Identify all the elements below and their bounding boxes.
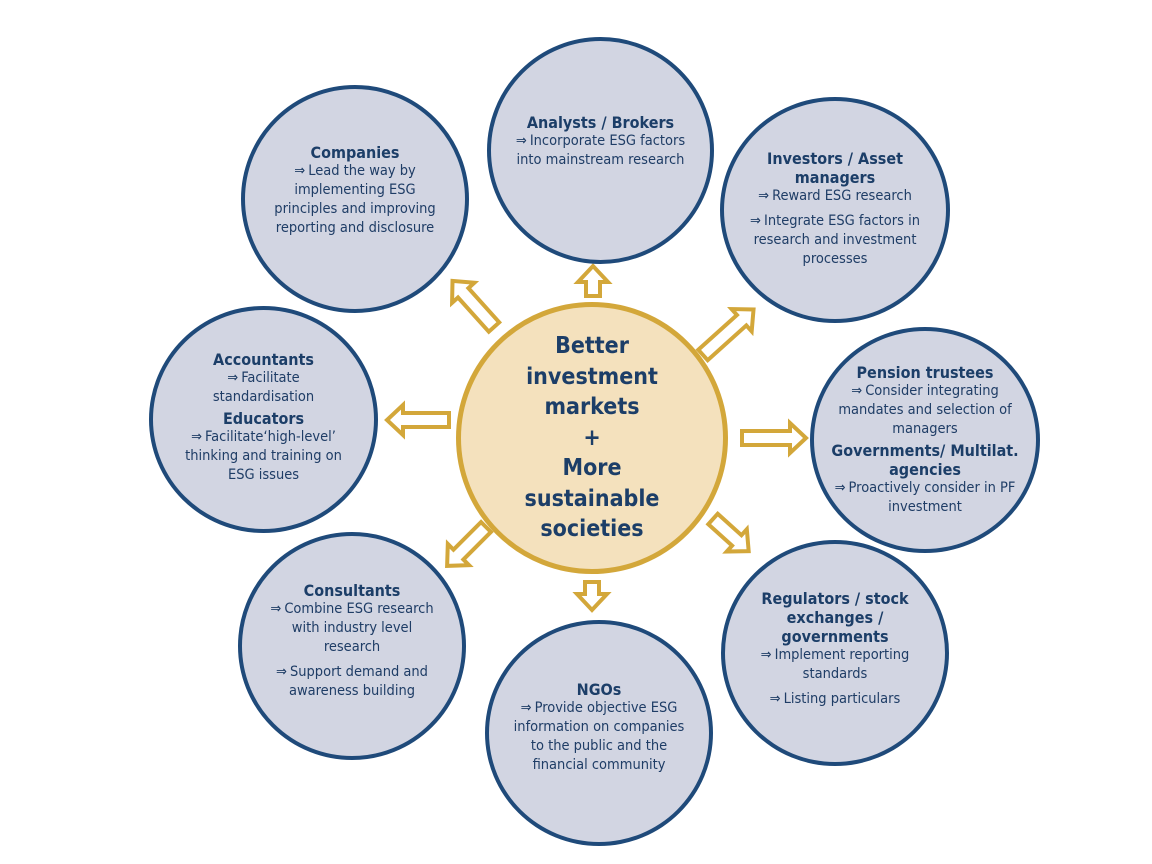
- center-line: investment: [526, 363, 658, 390]
- node-action-text: Reward ESG research: [772, 188, 912, 204]
- node-title: Governments/ Multilat. agencies: [831, 441, 1019, 479]
- node-analysts-brokers: Analysts / Brokers⇒Incorporate ESG facto…: [487, 37, 714, 264]
- node-action-item: ⇒Facilitate‘high-level’ thinking and tra…: [179, 428, 348, 485]
- implies-arrow-icon: ⇒: [851, 383, 863, 399]
- node-action-text: Facilitate standardisation: [212, 370, 315, 405]
- node-group: NGOs⇒Provide objective ESG information o…: [509, 680, 689, 775]
- arrow-to-consultants-icon: [445, 519, 494, 568]
- implies-arrow-icon: ⇒: [750, 213, 761, 229]
- arrow-to-accountants-icon: [384, 400, 451, 440]
- node-action-text: Combine ESG research with industry level…: [284, 601, 434, 655]
- arrow-to-investors-icon: [695, 306, 756, 364]
- node-title: Accountants: [213, 350, 314, 369]
- center-line: markets: [544, 394, 640, 421]
- implies-arrow-icon: ⇒: [276, 664, 287, 680]
- arrow-to-ngos-icon: [572, 580, 612, 613]
- center-line: societies: [540, 516, 644, 543]
- node-action-item: ⇒Integrate ESG factors in research and i…: [750, 212, 920, 269]
- node-action-item: ⇒Combine ESG research with industry leve…: [268, 600, 436, 657]
- node-title: Companies: [310, 142, 400, 162]
- node-action-item: ⇒Provide objective ESG information on co…: [509, 699, 689, 775]
- node-group: Regulators / stock exchanges / governmen…: [743, 589, 927, 709]
- node-group: Consultants⇒Combine ESG research with in…: [268, 581, 436, 701]
- node-action-text: Lead the way by implementing ESG princip…: [274, 162, 436, 236]
- node-regulators: Regulators / stock exchanges / governmen…: [721, 540, 949, 766]
- node-investors-asset-managers: Investors / Asset managers⇒Reward ESG re…: [720, 97, 950, 323]
- node-ngos: NGOs⇒Provide objective ESG information o…: [485, 620, 713, 846]
- implies-arrow-icon: ⇒: [227, 370, 239, 386]
- node-group: Analysts / Brokers⇒Incorporate ESG facto…: [513, 113, 688, 170]
- node-action-item: ⇒Reward ESG research: [758, 187, 912, 206]
- node-action-item: ⇒Facilitate standardisation: [179, 369, 348, 407]
- node-group: Companies⇒Lead the way by implementing E…: [269, 143, 441, 238]
- node-action-text: Listing particulars: [783, 691, 901, 707]
- center-line: sustainable: [524, 485, 660, 512]
- node-action-text: Implement reporting standards: [774, 647, 910, 682]
- node-title: Investors / Asset managers: [767, 149, 903, 187]
- implies-arrow-icon: ⇒: [294, 162, 306, 179]
- node-group: Investors / Asset managers⇒Reward ESG re…: [750, 149, 920, 269]
- node-group: Pension trustees⇒Consider integrating ma…: [830, 363, 1020, 439]
- arrow-to-companies-icon: [449, 278, 503, 335]
- node-action-text: Proactively consider in PF investment: [848, 480, 1016, 515]
- node-companies: Companies⇒Lead the way by implementing E…: [241, 85, 469, 313]
- implies-arrow-icon: ⇒: [758, 188, 770, 204]
- node-group: Educators⇒Facilitate‘high-level’ thinkin…: [179, 409, 348, 485]
- node-group: Accountants⇒Facilitate standardisation: [179, 350, 348, 407]
- node-action-item: ⇒Proactively consider in PF investment: [830, 479, 1020, 517]
- implies-arrow-icon: ⇒: [270, 601, 282, 617]
- arrow-to-analysts-icon: [573, 263, 613, 298]
- node-action-text: Consider integrating mandates and select…: [838, 383, 1012, 437]
- node-title: Analysts / Brokers: [526, 113, 675, 132]
- center-line: +: [583, 424, 601, 451]
- arrow-to-pension-icon: [740, 418, 809, 458]
- implies-arrow-icon: ⇒: [191, 429, 202, 445]
- node-title: Educators: [222, 409, 305, 428]
- node-title: NGOs: [576, 679, 622, 699]
- node-title: Consultants: [303, 581, 401, 600]
- node-action-text: Integrate ESG factors in research and in…: [753, 213, 920, 267]
- implies-arrow-icon: ⇒: [760, 647, 772, 663]
- center-line: Better: [555, 333, 629, 360]
- implies-arrow-icon: ⇒: [769, 691, 781, 707]
- node-action-item: ⇒Support demand and awareness building: [268, 663, 436, 701]
- node-action-item: ⇒Implement reporting standards: [743, 646, 927, 684]
- node-action-text: Support demand and awareness building: [288, 664, 428, 699]
- center-line: More: [562, 455, 622, 482]
- node-title: Regulators / stock exchanges / governmen…: [761, 589, 909, 646]
- node-consultants: Consultants⇒Combine ESG research with in…: [238, 532, 466, 760]
- node-action-item: ⇒Consider integrating mandates and selec…: [830, 382, 1020, 439]
- implies-arrow-icon: ⇒: [515, 133, 527, 149]
- node-action-text: Provide objective ESG information on com…: [513, 699, 685, 773]
- implies-arrow-icon: ⇒: [520, 699, 532, 716]
- node-action-item: ⇒Lead the way by implementing ESG princi…: [269, 162, 441, 238]
- node-group: Governments/ Multilat. agencies⇒Proactiv…: [830, 441, 1020, 517]
- node-pension-trustees-governments: Pension trustees⇒Consider integrating ma…: [810, 327, 1040, 553]
- arrow-to-regulators-icon: [705, 510, 751, 554]
- node-action-text: Incorporate ESG factors into mainstream …: [516, 133, 686, 168]
- implies-arrow-icon: ⇒: [834, 480, 846, 496]
- node-action-item: ⇒Listing particulars: [770, 690, 901, 709]
- node-action-item: ⇒Incorporate ESG factors into mainstream…: [513, 132, 688, 170]
- node-action-text: Facilitate‘high-level’ thinking and trai…: [185, 429, 342, 483]
- node-title: Pension trustees: [856, 363, 994, 382]
- center-goal: Better investment markets + More sustain…: [456, 302, 728, 574]
